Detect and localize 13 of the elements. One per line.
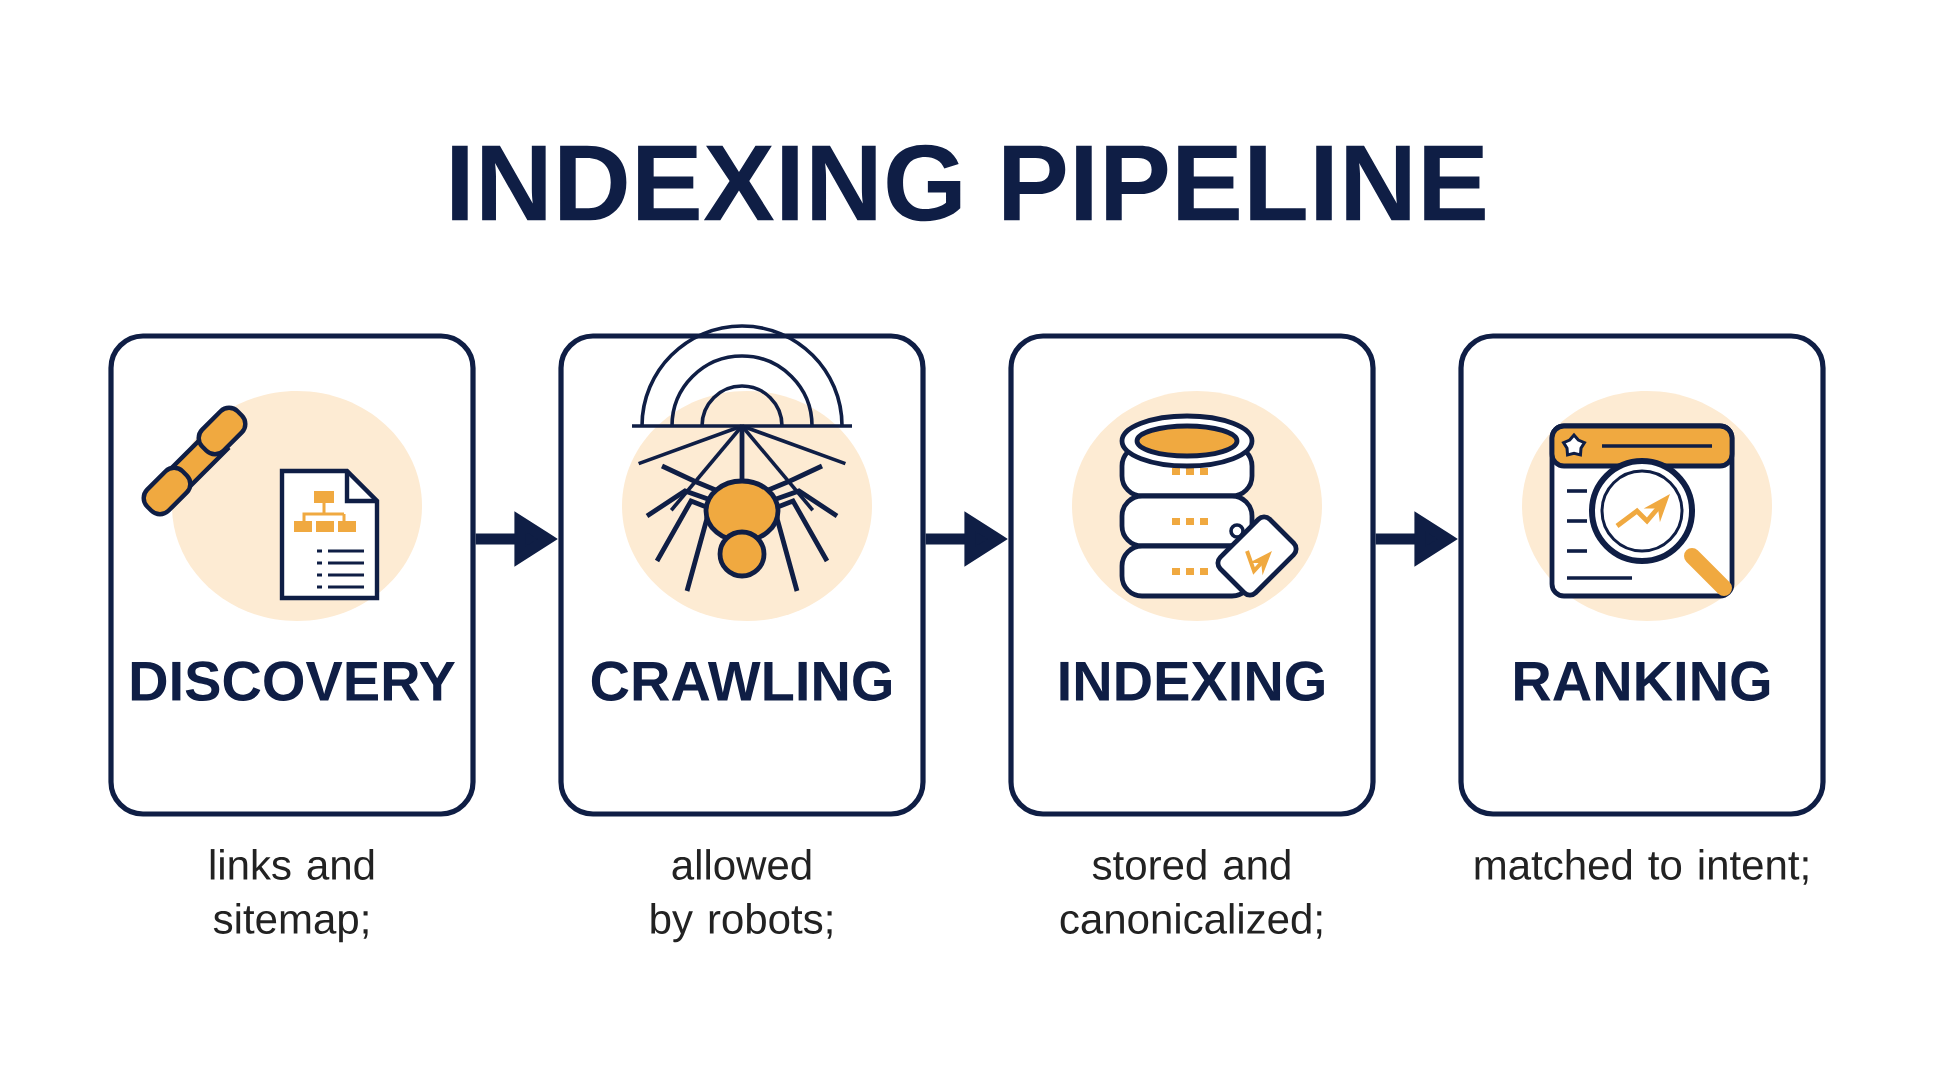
step-box xyxy=(108,333,476,817)
step-label: CRAWLING xyxy=(591,661,891,701)
step-box xyxy=(1008,333,1376,817)
caption-text: links and sitemap; xyxy=(210,849,374,943)
step-label: RANKING xyxy=(1515,661,1770,701)
caption-text: stored and canonicalized; xyxy=(1060,849,1322,939)
step-box xyxy=(1458,333,1826,817)
caption-text: allowed by robots; xyxy=(651,849,832,943)
title: INDEXING PIPELINE xyxy=(452,144,1485,222)
step-box xyxy=(558,333,926,817)
step-label: DISCOVERY xyxy=(131,661,455,701)
step-label: INDEXING xyxy=(1060,661,1324,701)
caption-text: matched to intent; xyxy=(1475,849,1808,885)
